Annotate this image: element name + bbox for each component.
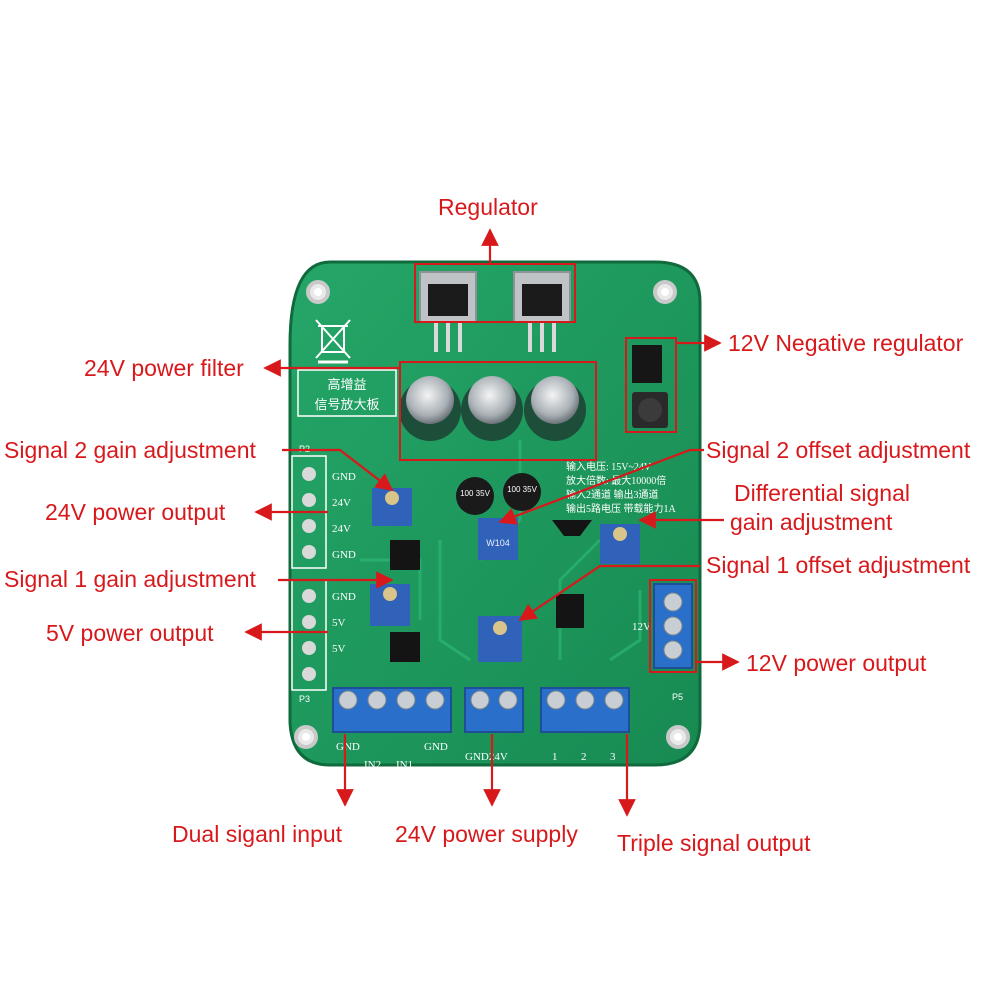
- callout-diff-gain-line1: Differential signal: [734, 480, 911, 506]
- trimpot-code-label: W104: [486, 538, 510, 548]
- p2-pin-gnd-b: GND: [332, 549, 356, 561]
- board-info-line4: 输出5路电压 带载能力1A: [566, 502, 676, 515]
- crossed-bin-icon: [315, 319, 351, 364]
- neg-regulator-ic: [632, 345, 668, 428]
- callout-supply-24v: 24V power supply: [395, 821, 578, 847]
- out-pin-1: 1: [552, 751, 558, 763]
- board-info-line1: 输入电压: 15V~24V: [566, 460, 652, 473]
- callout-out-5v: 5V power output: [46, 620, 214, 646]
- p5-pin-12v: 12V: [632, 621, 651, 633]
- terminal-supply: GND24V: [464, 687, 524, 763]
- board-info-line2: 放大倍数: 最大10000倍: [566, 474, 666, 487]
- callout-regulator: Regulator: [438, 194, 538, 220]
- trimpot-signal2-offset: W104: [478, 518, 518, 560]
- p2-pin-24v-a: 24V: [332, 497, 351, 509]
- callout-dual-input: Dual siganl input: [172, 821, 343, 847]
- callout-sig1-gain: Signal 1 gain adjustment: [4, 566, 256, 592]
- board-title-line2: 信号放大板: [314, 397, 379, 412]
- in-pin-in2: IN2: [364, 759, 381, 771]
- trimpot-signal2-gain: [372, 488, 412, 526]
- trimpot-signal1-gain: [370, 584, 410, 626]
- trimpot-signal1-offset: [478, 616, 522, 662]
- title-box: [297, 369, 397, 417]
- filter-capacitors: [399, 376, 586, 441]
- p3-label: P3: [299, 694, 310, 704]
- power-filter-box: [399, 361, 597, 461]
- callout-power-filter: 24V power filter: [84, 355, 244, 381]
- p3-pin-gnd: GND: [332, 591, 356, 603]
- small-capacitors: 100 35V 100 35V: [456, 473, 541, 515]
- callout-out-24v: 24V power output: [45, 499, 226, 525]
- p2-pin-24v-b: 24V: [332, 523, 351, 535]
- callout-sig2-gain: Signal 2 gain adjustment: [4, 437, 256, 463]
- in-pin-in1: IN1: [396, 759, 413, 771]
- board-info-line3: 输入2通道 输出3通道: [566, 488, 659, 501]
- callout-diff-gain-line2: gain adjustment: [730, 509, 893, 535]
- cap-rating-label: 100 35V: [460, 489, 490, 498]
- regulator-u1: [419, 271, 477, 352]
- header-p3: GND 5V 5V P3: [291, 579, 356, 704]
- neg-regulator-box: [625, 337, 677, 433]
- terminal-output: 1 2 3: [540, 687, 630, 763]
- out-pin-3: 3: [610, 751, 616, 763]
- cap-rating-label-2: 100 35V: [507, 485, 537, 494]
- callout-triple-output: Triple signal output: [617, 830, 811, 856]
- p3-pin-5v-a: 5V: [332, 617, 346, 629]
- p5-label: P5: [672, 692, 683, 702]
- in-pin-gnd-right: GND: [424, 741, 448, 753]
- terminal-input: GND IN2 IN1 GND: [332, 687, 452, 771]
- regulator-u2: [513, 271, 571, 352]
- trimpot-diff-gain: [600, 524, 640, 564]
- callout-lines: [244, 228, 740, 817]
- callout-neg-regulator: 12V Negative regulator: [728, 330, 964, 356]
- highlight-boxes: [399, 263, 697, 673]
- out-pin-2: 2: [581, 751, 587, 763]
- out-12v-box: [649, 579, 697, 673]
- terminal-p5: 12V P5: [632, 583, 693, 702]
- p2-pin-gnd: GND: [332, 471, 356, 483]
- in-pin-gnd-left: GND: [336, 741, 360, 753]
- supply-pin-label: GND24V: [465, 751, 508, 763]
- mounting-holes: [294, 280, 690, 749]
- header-p2: GND 24V 24V GND P2: [291, 444, 356, 569]
- callout-sig2-offset: Signal 2 offset adjustment: [706, 437, 971, 463]
- regulator-box: [414, 263, 576, 323]
- callout-sig1-offset: Signal 1 offset adjustment: [706, 552, 971, 578]
- callout-out-12v: 12V power output: [746, 650, 927, 676]
- p3-pin-5v-b: 5V: [332, 643, 346, 655]
- board-title-line1: 高增益: [327, 377, 366, 392]
- op-amp-ics: [390, 520, 592, 662]
